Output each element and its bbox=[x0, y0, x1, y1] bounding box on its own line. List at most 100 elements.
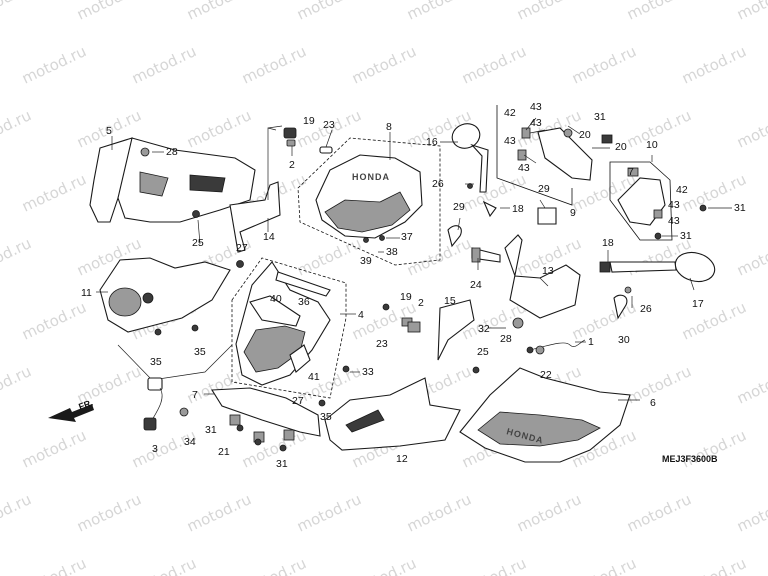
callout-c18b: 18 bbox=[602, 237, 614, 249]
watermark-text: motod.ru bbox=[734, 0, 768, 24]
watermark-text: motod.ru bbox=[74, 490, 144, 535]
front-cowl-part bbox=[231, 257, 347, 399]
callout-c7b: 7 bbox=[192, 389, 198, 401]
callout-c42a: 42 bbox=[504, 107, 516, 119]
watermark-text: motod.ru bbox=[239, 42, 309, 87]
watermark-text: motod.ru bbox=[0, 490, 34, 535]
callout-c24: 24 bbox=[470, 279, 482, 291]
watermark-text: motod.ru bbox=[624, 0, 694, 24]
watermark-text: motod.ru bbox=[184, 106, 254, 151]
clips-group bbox=[447, 183, 632, 355]
windscreen-logo: HONDA bbox=[352, 172, 390, 182]
callout-c4: 4 bbox=[358, 309, 364, 321]
watermark-text: motod.ru bbox=[734, 490, 768, 535]
callout-c17: 17 bbox=[692, 298, 704, 310]
socket-part bbox=[143, 377, 189, 431]
callout-c10: 10 bbox=[646, 139, 658, 151]
callout-c18a: 18 bbox=[512, 203, 524, 215]
callout-c35c: 35 bbox=[320, 411, 332, 423]
callout-c37: 37 bbox=[401, 231, 413, 243]
watermark-text: motod.ru bbox=[679, 426, 749, 471]
watermark-text: motod.ru bbox=[459, 554, 529, 576]
left-mirror-part bbox=[451, 123, 489, 193]
callout-c28b: 28 bbox=[500, 333, 512, 345]
side-cover-part bbox=[496, 105, 613, 206]
watermark-text: motod.ru bbox=[184, 0, 254, 24]
watermark-text: motod.ru bbox=[349, 42, 419, 87]
callout-c42b: 42 bbox=[676, 184, 688, 196]
diagram-code: MEJ3F3600B bbox=[662, 454, 718, 464]
watermark-text: motod.ru bbox=[569, 554, 639, 576]
callout-c41: 41 bbox=[308, 371, 320, 383]
watermark-text: motod.ru bbox=[679, 554, 749, 576]
watermark-text: motod.ru bbox=[19, 298, 89, 343]
callout-c32: 32 bbox=[478, 323, 490, 335]
direction-label: FR. bbox=[77, 398, 94, 412]
callout-c43f: 43 bbox=[668, 215, 680, 227]
watermark-text: motod.ru bbox=[404, 234, 474, 279]
callout-c20b: 20 bbox=[615, 141, 627, 153]
watermark-text: motod.ru bbox=[129, 554, 199, 576]
callout-c33: 33 bbox=[362, 366, 374, 378]
left-inner-panel-part bbox=[99, 257, 233, 381]
callout-c43c: 43 bbox=[504, 135, 516, 147]
callout-c29b: 29 bbox=[453, 201, 465, 213]
callout-c16: 16 bbox=[426, 136, 438, 148]
bracket-part bbox=[229, 125, 283, 253]
fairing-stay-part bbox=[437, 234, 581, 361]
watermark-text: motod.ru bbox=[19, 170, 89, 215]
callout-c28: 28 bbox=[166, 146, 178, 158]
callout-c27a: 27 bbox=[236, 242, 248, 254]
callout-c39: 39 bbox=[360, 255, 372, 267]
callout-c20a: 20 bbox=[579, 129, 591, 141]
watermark-text: motod.ru bbox=[734, 234, 768, 279]
callout-c2a: 2 bbox=[289, 159, 295, 171]
callout-c13: 13 bbox=[542, 265, 554, 277]
callout-c2b: 2 bbox=[418, 297, 424, 309]
watermark-text: motod.ru bbox=[294, 490, 364, 535]
watermark-text: motod.ru bbox=[294, 0, 364, 24]
callout-c19a: 19 bbox=[303, 115, 315, 127]
callout-c30: 30 bbox=[618, 334, 630, 346]
callout-c27b: 27 bbox=[292, 395, 304, 407]
watermark-text: motod.ru bbox=[624, 490, 694, 535]
callout-c9: 9 bbox=[570, 207, 576, 219]
callout-c31e: 31 bbox=[276, 458, 288, 470]
callout-c15: 15 bbox=[444, 295, 456, 307]
leader-lines bbox=[96, 117, 732, 401]
callout-c31d: 31 bbox=[205, 424, 217, 436]
watermark-text: motod.ru bbox=[74, 0, 144, 24]
callout-c43e: 43 bbox=[668, 199, 680, 211]
wire-part bbox=[526, 339, 586, 354]
callout-c19b: 19 bbox=[400, 291, 412, 303]
watermark-text: motod.ru bbox=[19, 426, 89, 471]
watermark-text: motod.ru bbox=[239, 426, 309, 471]
callout-c23b: 23 bbox=[376, 338, 388, 350]
watermark-text: motod.ru bbox=[514, 490, 584, 535]
watermark-text: motod.ru bbox=[459, 42, 529, 87]
watermark-text: motod.ru bbox=[184, 490, 254, 535]
watermark-text: motod.ru bbox=[679, 298, 749, 343]
watermark-text: motod.ru bbox=[569, 42, 639, 87]
windscreen-part: HONDA bbox=[297, 137, 441, 266]
watermark-text: motod.ru bbox=[19, 42, 89, 87]
callout-c29a: 29 bbox=[538, 183, 550, 195]
callout-c26a: 26 bbox=[432, 178, 444, 190]
callout-c26b: 26 bbox=[640, 303, 652, 315]
callout-c35b: 35 bbox=[194, 346, 206, 358]
watermark-text: motod.ru bbox=[404, 0, 474, 24]
callout-c31c: 31 bbox=[680, 230, 692, 242]
side-cowl-part: HONDA bbox=[459, 367, 631, 463]
right-mirror-part bbox=[599, 251, 716, 283]
callout-c11: 11 bbox=[81, 287, 92, 299]
callout-c8: 8 bbox=[386, 121, 392, 133]
callout-c40: 40 bbox=[270, 293, 282, 305]
callout-c12: 12 bbox=[396, 453, 408, 465]
callout-c22: 22 bbox=[540, 369, 552, 381]
inner-lower-panel-part bbox=[324, 377, 461, 451]
callout-c35a: 35 bbox=[150, 356, 162, 368]
watermark-text: motod.ru bbox=[624, 362, 694, 407]
